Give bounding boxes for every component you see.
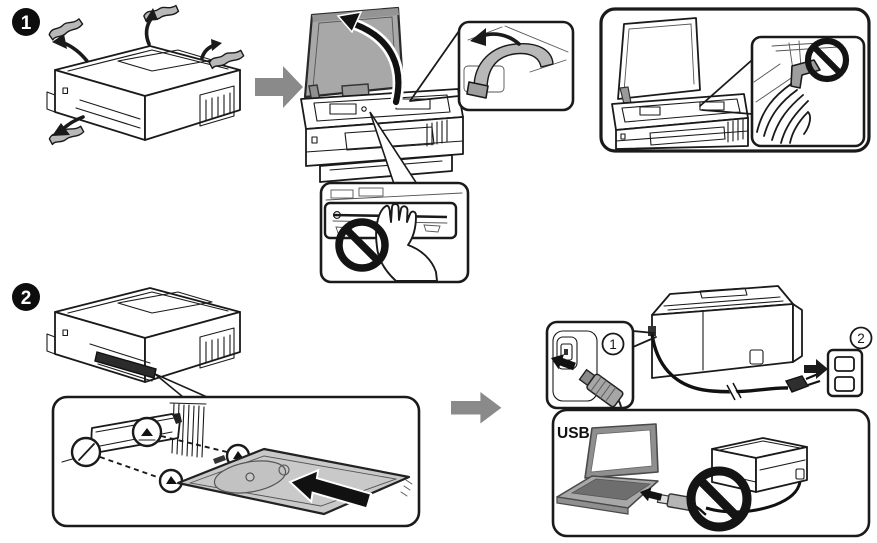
disc-tray-callout bbox=[51, 395, 421, 528]
power-connection-illustration: 2 1 bbox=[545, 285, 873, 424]
usb-direction-arrow-icon bbox=[640, 487, 663, 502]
step-2-badge: 2 bbox=[12, 283, 40, 311]
power-connector-callout: 1 bbox=[545, 320, 635, 424]
hand-icon bbox=[375, 203, 438, 282]
printer-small-illustration bbox=[711, 437, 808, 493]
usb-warning-panel: USB bbox=[551, 408, 871, 538]
usb-label: USB bbox=[557, 425, 590, 442]
inner-tape-strip bbox=[473, 43, 554, 91]
step-1-number: 1 bbox=[21, 13, 32, 34]
next-arrow-icon bbox=[451, 392, 502, 424]
printer-disc-slot-illustration bbox=[46, 287, 241, 398]
step-2-number: 2 bbox=[21, 288, 32, 309]
svg-text:2: 2 bbox=[857, 331, 865, 346]
disc-tray bbox=[176, 447, 413, 516]
svg-text:1: 1 bbox=[609, 337, 617, 352]
wall-outlet bbox=[826, 348, 864, 398]
plug-direction-arrow-icon bbox=[804, 359, 828, 379]
connector-direction-arrow-icon bbox=[551, 354, 576, 371]
connector-step-label: 1 bbox=[601, 332, 625, 356]
printer-tape-removal-illustration bbox=[46, 4, 246, 146]
step-1-badge: 1 bbox=[12, 8, 40, 36]
power-cable bbox=[650, 333, 789, 394]
disc-tray-slot bbox=[94, 351, 157, 379]
step-2-section: 2 bbox=[12, 283, 873, 538]
tape-strip-icon bbox=[46, 17, 86, 42]
printer-open-cover-illustration bbox=[300, 6, 464, 185]
outlet-step-label: 2 bbox=[849, 326, 873, 350]
open-cover-arrow-icon bbox=[350, 20, 402, 106]
step-1-section: 1 bbox=[12, 4, 871, 284]
hand-icon bbox=[756, 83, 811, 144]
power-plug bbox=[784, 375, 810, 393]
next-arrow-icon bbox=[255, 66, 303, 108]
laptop-illustration bbox=[556, 423, 659, 515]
inner-tape-callout bbox=[457, 20, 575, 112]
insert-direction-arrow-icon bbox=[288, 468, 373, 510]
no-touch-material-panel bbox=[599, 7, 871, 153]
power-connector bbox=[578, 368, 624, 424]
no-touch-cable-callout bbox=[319, 181, 470, 284]
protective-material-part bbox=[790, 59, 821, 89]
